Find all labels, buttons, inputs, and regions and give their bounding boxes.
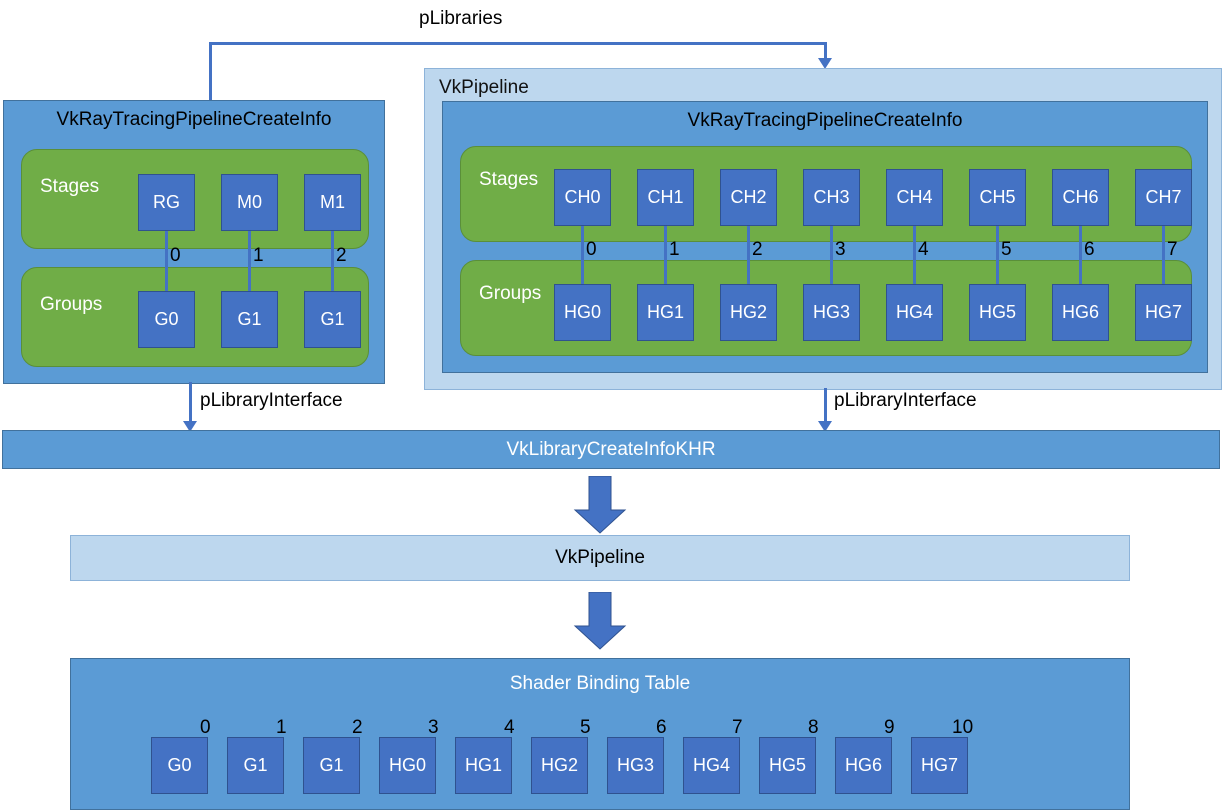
main-stage-cell[interactable]: CH4 xyxy=(886,169,943,226)
main-group-cell[interactable]: HG4 xyxy=(886,284,943,341)
main-index-3: 3 xyxy=(835,239,846,260)
linked-pipeline-bar: VkPipeline xyxy=(70,535,1130,581)
library-index-1: 1 xyxy=(253,245,264,266)
sbt-entry[interactable]: HG0 xyxy=(379,737,436,794)
sbt-index: 0 xyxy=(200,717,211,738)
p-library-interface-right-label: pLibraryInterface xyxy=(834,390,977,411)
main-create-info-panel: VkRayTracingPipelineCreateInfo Stages Gr… xyxy=(442,101,1208,373)
sbt-entry[interactable]: HG4 xyxy=(683,737,740,794)
sbt-index: 1 xyxy=(276,717,287,738)
main-group-cell[interactable]: HG1 xyxy=(637,284,694,341)
main-index-5: 5 xyxy=(1001,239,1012,260)
library-create-info-title: VkRayTracingPipelineCreateInfo xyxy=(56,109,332,130)
main-stage-cell[interactable]: CH3 xyxy=(803,169,860,226)
library-create-info-khr-label: VkLibraryCreateInfoKHR xyxy=(506,438,716,460)
main-stages-label: Stages xyxy=(479,169,539,190)
main-stage-cell[interactable]: CH5 xyxy=(969,169,1026,226)
main-index-0: 0 xyxy=(586,239,597,260)
p-libraries-label: pLibraries xyxy=(419,8,503,29)
sbt-index: 3 xyxy=(428,717,439,738)
library-stages-label: Stages xyxy=(40,176,100,197)
sbt-entry[interactable]: HG3 xyxy=(607,737,664,794)
main-index-1: 1 xyxy=(669,239,680,260)
main-connector-2 xyxy=(747,226,750,284)
main-connector-5 xyxy=(996,226,999,284)
library-group-cell[interactable]: G1 xyxy=(304,291,361,348)
main-group-cell[interactable]: HG5 xyxy=(969,284,1026,341)
library-group-cell[interactable]: G0 xyxy=(138,291,195,348)
library-create-info-panel: VkRayTracingPipelineCreateInfo Stages Gr… xyxy=(3,100,385,384)
sbt-index: 9 xyxy=(884,717,895,738)
library-create-info-khr-bar: VkLibraryCreateInfoKHR xyxy=(2,430,1220,469)
main-group-cell[interactable]: HG6 xyxy=(1052,284,1109,341)
main-stage-cell[interactable]: CH0 xyxy=(554,169,611,226)
main-create-info-title: VkRayTracingPipelineCreateInfo xyxy=(687,110,963,131)
main-stage-cell[interactable]: CH7 xyxy=(1135,169,1192,226)
down-arrow-to-sbt-icon xyxy=(572,592,628,650)
main-group-cell[interactable]: HG7 xyxy=(1135,284,1192,341)
main-connector-1 xyxy=(664,226,667,284)
library-index-2: 2 xyxy=(336,245,347,266)
library-stage-cell[interactable]: M0 xyxy=(221,174,278,231)
main-groups-label: Groups xyxy=(479,283,542,304)
main-stage-cell[interactable]: CH2 xyxy=(720,169,777,226)
p-libraries-left-riser xyxy=(209,42,212,102)
library-connector-1 xyxy=(248,231,251,291)
library-group-cell[interactable]: G1 xyxy=(221,291,278,348)
sbt-entry[interactable]: HG5 xyxy=(759,737,816,794)
main-index-2: 2 xyxy=(752,239,763,260)
main-pipeline-wrapper-title: VkPipeline xyxy=(439,77,529,98)
sbt-entry[interactable]: HG7 xyxy=(911,737,968,794)
main-connector-7 xyxy=(1162,226,1165,284)
main-connector-6 xyxy=(1079,226,1082,284)
sbt-index: 10 xyxy=(952,717,974,738)
sbt-index: 4 xyxy=(504,717,515,738)
main-index-4: 4 xyxy=(918,239,929,260)
sbt-entry[interactable]: HG1 xyxy=(455,737,512,794)
main-connector-4 xyxy=(913,226,916,284)
main-index-6: 6 xyxy=(1084,239,1095,260)
sbt-index: 2 xyxy=(352,717,363,738)
library-groups-label: Groups xyxy=(40,294,103,315)
sbt-index: 8 xyxy=(808,717,819,738)
shader-binding-table-title: Shader Binding Table xyxy=(509,673,691,694)
p-libraries-horizontal xyxy=(209,42,827,45)
main-group-cell[interactable]: HG2 xyxy=(720,284,777,341)
shader-binding-table: Shader Binding Table 0 1 2 3 4 5 6 7 8 9… xyxy=(70,658,1130,810)
library-stage-cell[interactable]: M1 xyxy=(304,174,361,231)
sbt-entry[interactable]: HG6 xyxy=(835,737,892,794)
p-library-interface-right-line xyxy=(824,388,827,424)
main-pipeline-wrapper: VkPipeline VkRayTracingPipelineCreateInf… xyxy=(424,68,1222,390)
p-library-interface-left-label: pLibraryInterface xyxy=(200,390,343,411)
linked-pipeline-label: VkPipeline xyxy=(555,547,645,568)
library-stage-cell[interactable]: RG xyxy=(138,174,195,231)
sbt-entry[interactable]: HG2 xyxy=(531,737,588,794)
main-stage-cell[interactable]: CH6 xyxy=(1052,169,1109,226)
main-index-7: 7 xyxy=(1167,239,1178,260)
down-arrow-to-pipeline-icon xyxy=(572,476,628,534)
p-library-interface-left-line xyxy=(189,382,192,424)
library-connector-0 xyxy=(165,231,168,291)
main-connector-0 xyxy=(581,226,584,284)
sbt-index: 7 xyxy=(732,717,743,738)
sbt-entry[interactable]: G1 xyxy=(303,737,360,794)
main-stage-cell[interactable]: CH1 xyxy=(637,169,694,226)
p-libraries-right-drop xyxy=(824,42,827,60)
p-library-interface-left-arrowhead-icon xyxy=(183,421,197,432)
p-libraries-arrowhead-icon xyxy=(818,58,832,69)
sbt-index: 5 xyxy=(580,717,591,738)
main-connector-3 xyxy=(830,226,833,284)
library-index-0: 0 xyxy=(170,245,181,266)
sbt-entry[interactable]: G1 xyxy=(227,737,284,794)
main-group-cell[interactable]: HG3 xyxy=(803,284,860,341)
sbt-entry[interactable]: G0 xyxy=(151,737,208,794)
p-library-interface-right-arrowhead-icon xyxy=(818,421,832,432)
main-group-cell[interactable]: HG0 xyxy=(554,284,611,341)
library-connector-2 xyxy=(331,231,334,291)
sbt-index: 6 xyxy=(656,717,667,738)
